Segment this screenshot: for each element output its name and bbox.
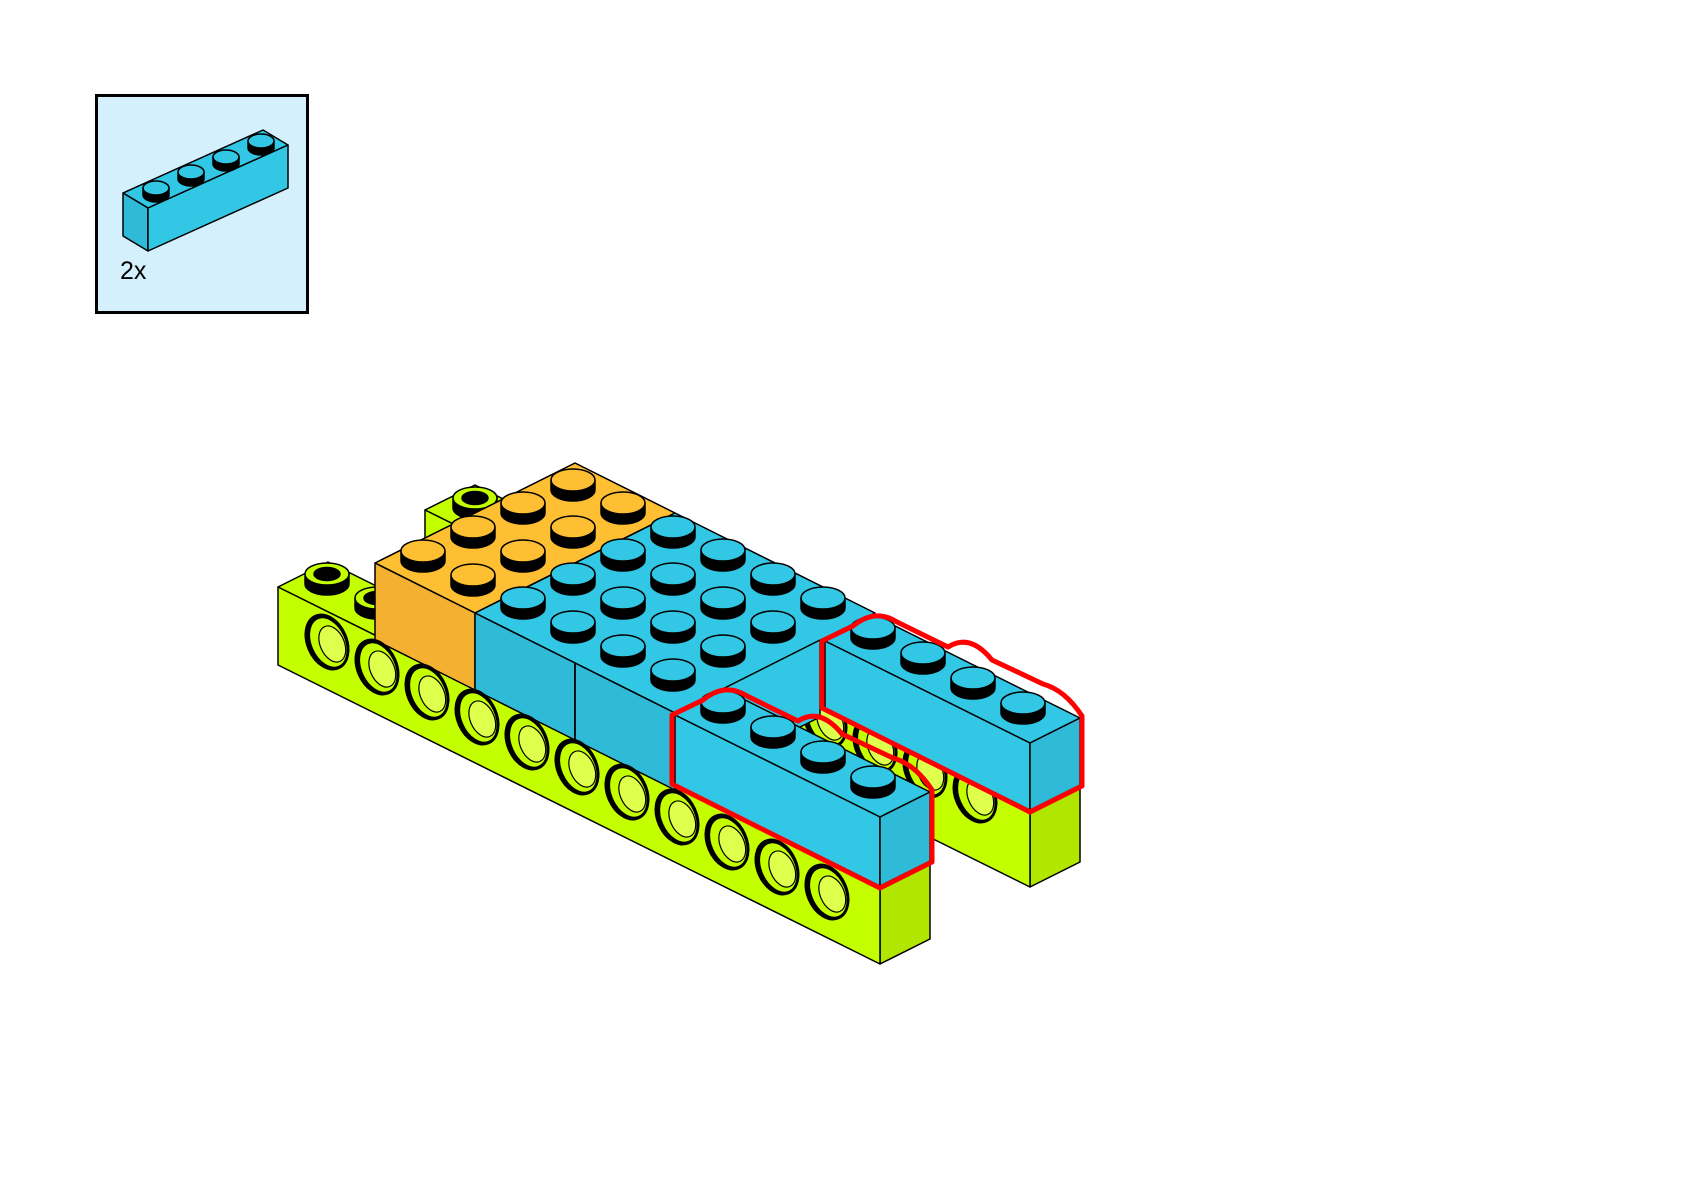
highlight-outline <box>669 613 1085 891</box>
brick-1x4-icon <box>122 129 289 252</box>
parts-callout: 2x <box>95 94 309 314</box>
new-brick-1x4-back <box>824 615 1081 811</box>
part-quantity: 2x <box>120 257 147 285</box>
new-brick-1x4-front <box>674 689 931 887</box>
